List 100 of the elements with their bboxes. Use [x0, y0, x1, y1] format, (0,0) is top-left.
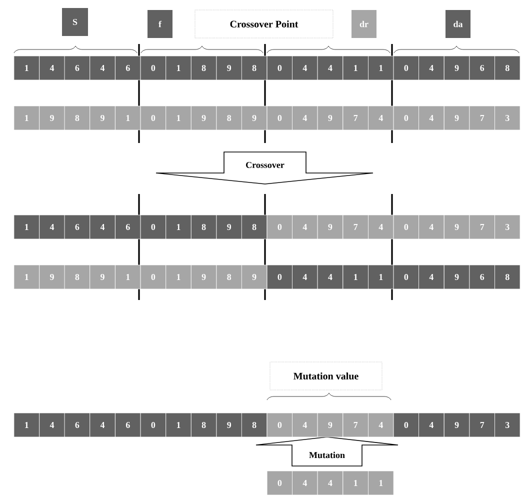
gene-cell: 0 — [266, 106, 293, 130]
gene-cell: 7 — [342, 412, 368, 438]
gene-cell: 4 — [90, 412, 116, 438]
gene-cell: 9 — [241, 106, 268, 130]
gene-cell: 1 — [342, 470, 368, 496]
gene-cell: 0 — [140, 264, 166, 290]
gene-cell: 0 — [266, 412, 293, 438]
gene-cell: 1 — [14, 412, 40, 438]
gene-cell: 9 — [190, 106, 217, 130]
gene-cell: 8 — [216, 106, 242, 130]
gene-cell: 4 — [418, 264, 444, 290]
gene-cell: 6 — [469, 264, 495, 290]
gene-cell: 4 — [292, 412, 318, 438]
gene-cell: 9 — [317, 106, 344, 130]
gene-cell: 0 — [140, 106, 166, 130]
gene-cell: 6 — [115, 214, 141, 240]
gene-cell: 4 — [317, 56, 344, 80]
gene-label: da — [446, 10, 470, 38]
gene-cell: 9 — [90, 106, 116, 130]
gene-cell: 9 — [444, 264, 470, 290]
gene-cell: 9 — [39, 106, 65, 130]
gene-cell: 0 — [393, 214, 420, 240]
gene-cell: 9 — [39, 264, 65, 290]
gene-cell: 7 — [469, 214, 495, 240]
gene-cell: 1 — [14, 56, 40, 80]
gene-cell: 9 — [216, 412, 242, 438]
gene-cell: 1 — [166, 56, 192, 80]
gene-cell: 1 — [166, 106, 192, 130]
gene-cell: 8 — [241, 412, 268, 438]
gene-cell: 1 — [14, 264, 40, 290]
gene-cell: 4 — [368, 214, 394, 240]
gene-label: f — [148, 10, 172, 38]
gene-cell: 8 — [64, 264, 90, 290]
gene-cell: 4 — [368, 412, 394, 438]
gene-cell: 8 — [190, 214, 217, 240]
gene-cell: 7 — [469, 106, 495, 130]
gene-cell: 3 — [494, 106, 520, 130]
gene-cell: 1 — [115, 106, 141, 130]
gene-cell: 9 — [444, 106, 470, 130]
gene-cell: 8 — [190, 56, 217, 80]
label-box: Crossover Point — [194, 10, 334, 38]
gene-cell: 1 — [115, 264, 141, 290]
gene-cell: 4 — [39, 412, 65, 438]
gene-cell: 4 — [292, 264, 318, 290]
gene-cell: 9 — [216, 56, 242, 80]
gene-cell: 9 — [241, 264, 268, 290]
gene-cell: 9 — [317, 214, 344, 240]
gene-cell: 6 — [469, 56, 495, 80]
gene-cell: 4 — [418, 214, 444, 240]
gene-cell: 4 — [90, 56, 116, 80]
gene-label: S — [62, 8, 88, 36]
gene-cell: 7 — [342, 106, 368, 130]
gene-cell: 8 — [494, 56, 520, 80]
gene-cell: 6 — [64, 214, 90, 240]
gene-cell: 8 — [241, 56, 268, 80]
gene-cell: 1 — [342, 264, 368, 290]
gene-cell: 6 — [115, 56, 141, 80]
gene-cell: 0 — [266, 56, 293, 80]
gene-cell: 1 — [342, 56, 368, 80]
gene-cell: 4 — [39, 214, 65, 240]
gene-cell: 7 — [469, 412, 495, 438]
gene-cell: 0 — [393, 264, 420, 290]
gene-cell: 9 — [317, 412, 344, 438]
gene-cell: 4 — [418, 412, 444, 438]
gene-cell: 0 — [266, 470, 293, 496]
gene-cell: 0 — [266, 264, 293, 290]
gene-cell: 0 — [140, 214, 166, 240]
gene-cell: 0 — [393, 106, 420, 130]
label-box: Mutation value — [270, 362, 382, 390]
gene-cell: 8 — [241, 214, 268, 240]
gene-cell: 0 — [393, 56, 420, 80]
gene-cell: 9 — [216, 214, 242, 240]
gene-cell: 6 — [64, 56, 90, 80]
gene-cell: 1 — [14, 106, 40, 130]
gene-cell: 4 — [292, 470, 318, 496]
gene-cell: 9 — [444, 56, 470, 80]
gene-cell: 6 — [64, 412, 90, 438]
gene-cell: 1 — [166, 214, 192, 240]
gene-cell: 3 — [494, 412, 520, 438]
gene-cell: 9 — [90, 264, 116, 290]
gene-cell: 9 — [444, 214, 470, 240]
gene-label: dr — [352, 10, 376, 38]
gene-cell: 1 — [14, 214, 40, 240]
gene-cell: 4 — [292, 106, 318, 130]
gene-cell: 4 — [418, 106, 444, 130]
gene-cell: 9 — [190, 264, 217, 290]
gene-cell: 4 — [418, 56, 444, 80]
gene-cell: 1 — [166, 412, 192, 438]
gene-cell: 0 — [140, 412, 166, 438]
gene-cell: 4 — [317, 264, 344, 290]
gene-cell: 4 — [292, 214, 318, 240]
gene-cell: 8 — [216, 264, 242, 290]
gene-cell: 1 — [368, 264, 394, 290]
gene-cell: 1 — [166, 264, 192, 290]
gene-cell: 1 — [368, 470, 394, 496]
gene-cell: 4 — [368, 106, 394, 130]
gene-cell: 8 — [64, 106, 90, 130]
gene-cell: 1 — [368, 56, 394, 80]
gene-cell: 0 — [140, 56, 166, 80]
gene-cell: 0 — [393, 412, 420, 438]
